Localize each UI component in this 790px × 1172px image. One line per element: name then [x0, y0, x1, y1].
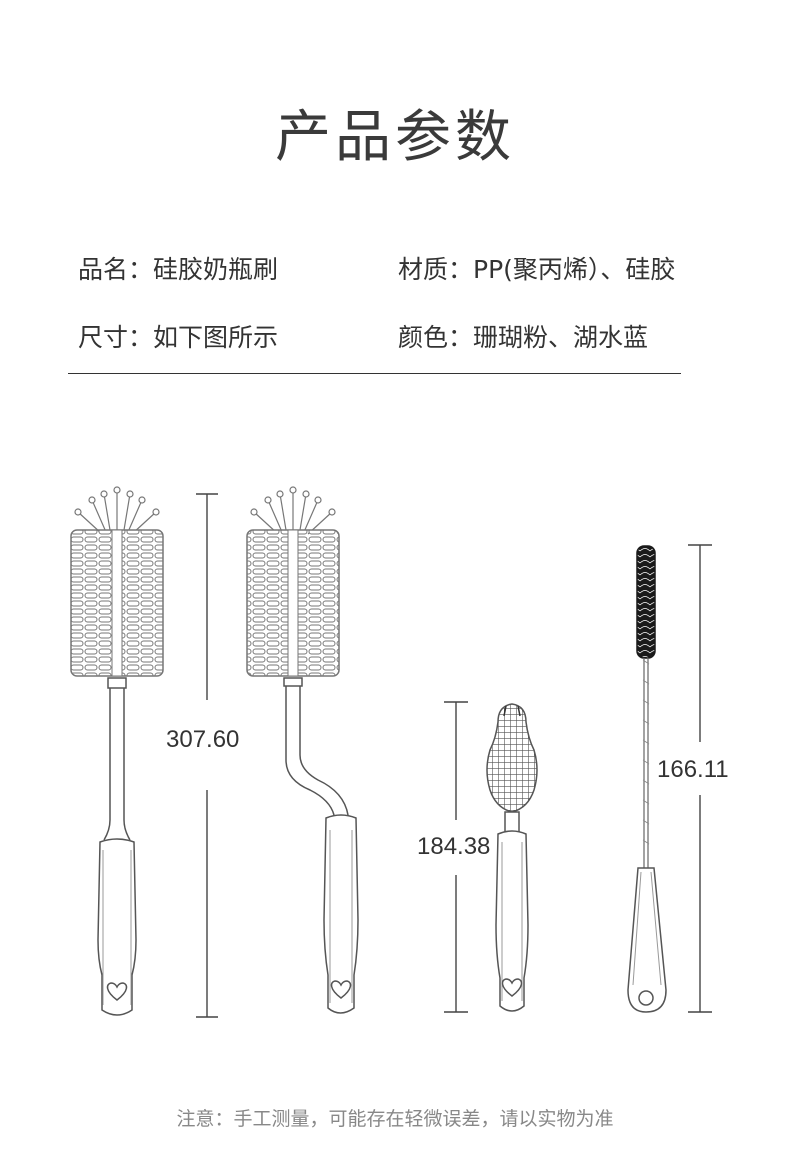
dimension-line-straw	[688, 544, 712, 1013]
dimension-line-small	[444, 701, 468, 1013]
brush3-handle	[495, 830, 529, 1012]
dimension-label-straw: 166.11	[657, 756, 729, 783]
brush4-handle	[627, 867, 667, 1013]
brush3-heart-icon	[501, 978, 523, 997]
spec-product-name: 品名：硅胶奶瓶刷	[78, 255, 279, 284]
brush2-handle	[323, 814, 359, 1014]
page-title: 产品参数	[275, 105, 515, 170]
spec-size: 尺寸：如下图所示	[78, 323, 279, 352]
brush1-handle	[97, 838, 137, 1016]
brush4-bristle-coil	[636, 545, 656, 659]
brush1-shaft	[103, 688, 131, 841]
brush1-heart-icon	[106, 982, 128, 1001]
dimension-label-long: 307.60	[166, 726, 240, 753]
brush2-tips	[250, 486, 336, 535]
dimension-label-small: 184.38	[417, 833, 491, 860]
brush2-heart-icon	[330, 980, 352, 999]
long-bottle-brush	[70, 486, 164, 1016]
brush2-shaft	[285, 686, 349, 816]
nipple-brush	[486, 703, 538, 1012]
divider-line	[68, 373, 681, 374]
brush3-head	[486, 703, 538, 813]
spec-color: 颜色：珊瑚粉、湖水蓝	[398, 323, 649, 352]
measurement-note: 注意：手工测量，可能存在轻微误差，请以实物为准	[176, 1108, 614, 1130]
spec-material: 材质：PP(聚丙烯）、硅胶	[398, 255, 676, 284]
bent-bottle-brush	[246, 486, 359, 1014]
dimension-line-long	[196, 493, 218, 1018]
brush4-hang-hole	[638, 990, 654, 1006]
straw-brush	[627, 545, 667, 1013]
brush1-tips	[74, 486, 160, 535]
